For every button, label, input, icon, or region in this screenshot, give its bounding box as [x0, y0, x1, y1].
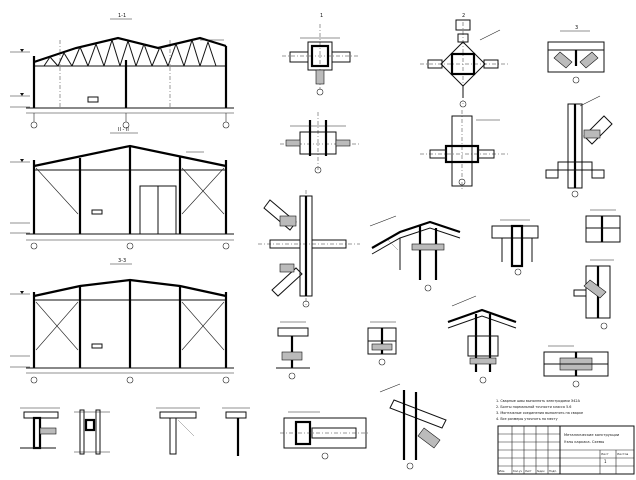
detail-node-2: 2 [420, 13, 510, 108]
detail-node-6 [545, 95, 613, 198]
note-3: 3. Монтажные соединения выполнять на сва… [496, 411, 583, 415]
note-4: 4. Все размеры уточнить по месту [496, 417, 558, 421]
row-label-5: Подп. [549, 469, 557, 473]
note-1: 1. Сварные швы выполнять электродами Э42… [496, 399, 581, 403]
elevation-gable-wall: II - II [10, 127, 234, 250]
title-line-1: Металлические конструкции [564, 433, 620, 437]
detail-node-3: 3 [547, 25, 605, 84]
detail-node-17 [379, 383, 447, 470]
detail-node-1: 1 [282, 13, 360, 96]
detail-section-c [156, 407, 200, 455]
detail-section-d [222, 407, 250, 456]
detail-node-8 [369, 215, 461, 292]
sheet-label: Лист [601, 452, 609, 456]
detail-node-7 [258, 190, 360, 308]
detail-label-3: 3 [575, 25, 578, 31]
row-label-4: №док [537, 470, 545, 473]
note-2: 2. Болты нормальной точности класса 5.6 [496, 405, 571, 409]
title-line-2: Узлы каркаса. Схемы [564, 440, 604, 444]
detail-node-15 [543, 345, 609, 388]
detail-node-10 [585, 209, 621, 243]
detail-label-1: 1 [320, 13, 323, 19]
elevation-label-1: 1-1 [118, 13, 126, 19]
detail-node-9 [491, 219, 539, 276]
elevation-truss-frame: 1-1 [10, 13, 234, 129]
elevation-bracing-frame: 3-3 [10, 258, 234, 384]
general-notes: 1. Сварные швы выполнять электродами Э42… [496, 399, 583, 421]
row-label-2: Кол.уч [513, 469, 522, 473]
sheets-label: Листов [617, 452, 628, 456]
detail-node-11 [573, 259, 614, 330]
title-block: Металлические конструкции Узлы каркаса. … [497, 425, 635, 475]
row-label-1: Изм. [499, 469, 505, 473]
detail-node-14 [447, 295, 517, 384]
detail-node-5 [420, 110, 510, 190]
detail-node-4 [280, 112, 360, 174]
detail-section-a [20, 407, 60, 450]
detail-node-13 [367, 321, 397, 366]
detail-node-12 [276, 321, 310, 380]
detail-node-16 [280, 411, 370, 460]
elevation-label-2: II - II [118, 127, 129, 133]
sheet-number: 1 [604, 459, 607, 464]
detail-label-2: 2 [462, 13, 465, 19]
detail-section-b [74, 409, 110, 455]
detail-row-bottom-left [20, 407, 250, 456]
elevation-label-3: 3-3 [118, 258, 126, 264]
row-label-3: Лист [525, 469, 532, 473]
